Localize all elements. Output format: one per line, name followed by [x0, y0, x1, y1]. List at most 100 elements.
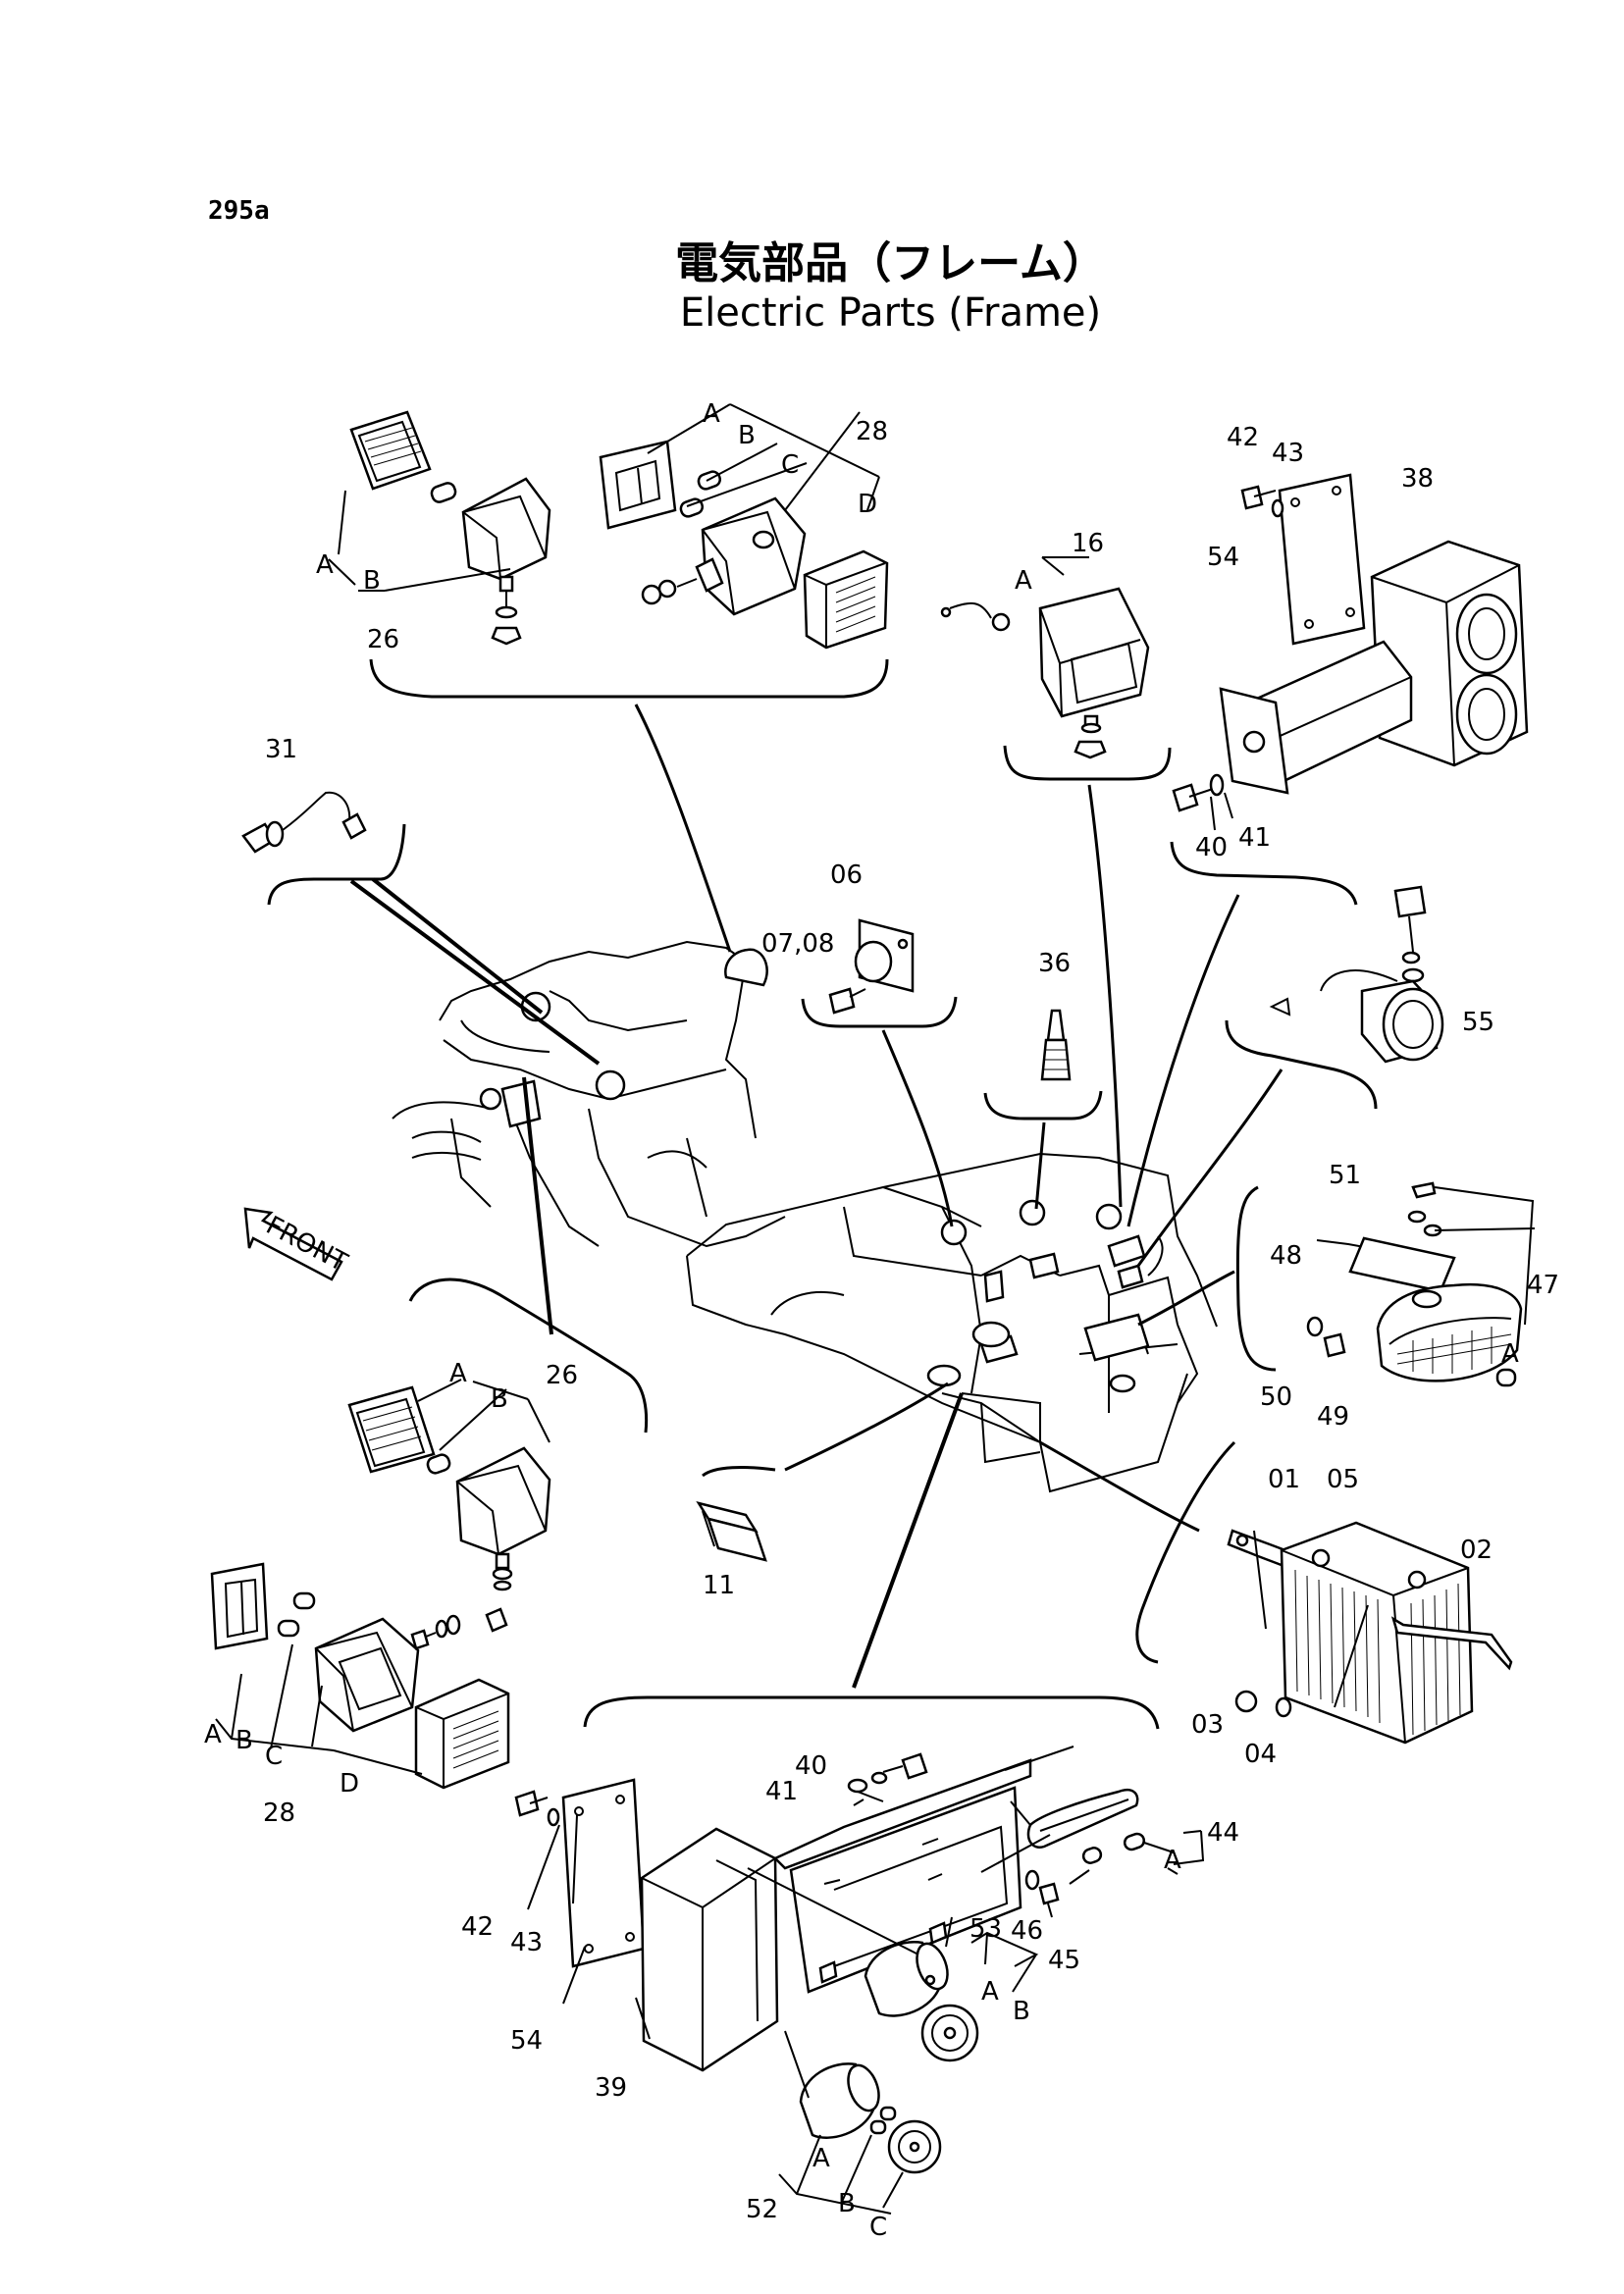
group-38: [1170, 473, 1529, 906]
part-06: [801, 918, 958, 1028]
washer-41-top: [1209, 773, 1225, 797]
lens-d-28-lower: [414, 1678, 510, 1790]
title-japanese: 電気部品（フレーム）: [675, 238, 1106, 288]
callout-50: 50: [1260, 1382, 1292, 1412]
housing-28-top: [641, 496, 807, 616]
callout-51: 51: [1329, 1161, 1361, 1190]
group-26-lower: [210, 1277, 649, 1790]
letter-b: B: [838, 2189, 856, 2218]
callout-54-lower: 54: [510, 2026, 543, 2056]
letter-a: A: [1501, 1339, 1519, 1369]
housing-26-top: [461, 477, 551, 646]
callout-53: 53: [969, 1914, 1002, 1944]
bolt-45: [1038, 1882, 1060, 1918]
lamp-53: [864, 1916, 1039, 2062]
group-16: [940, 556, 1172, 781]
lens-a-28-lower: [210, 1562, 269, 1650]
bolt-40-lower: [882, 1752, 928, 1780]
callout-03: 03: [1191, 1710, 1224, 1740]
callout-26-lower: 26: [546, 1361, 578, 1390]
callout-43-top: 43: [1272, 439, 1304, 468]
leader-lines: [349, 704, 1283, 1689]
callout-36: 36: [1038, 949, 1071, 978]
callout-40-top: 40: [1195, 833, 1228, 862]
washer-43-top: [1271, 498, 1284, 518]
callout-55: 55: [1462, 1008, 1494, 1037]
letter-a: A: [1164, 1846, 1181, 1875]
callout-04: 04: [1244, 1740, 1277, 1769]
washer-41-lower: [870, 1771, 888, 1785]
callout-01: 01: [1268, 1465, 1300, 1494]
box-38: [1219, 540, 1529, 795]
part-31: [241, 791, 406, 906]
title-english: Electric Parts (Frame): [679, 290, 1102, 336]
letter-c: C: [781, 450, 799, 480]
part-36: [983, 1009, 1103, 1121]
callout-06: 06: [830, 860, 863, 890]
housing-26-lower: [455, 1446, 551, 1591]
lens-a-26-lower: [347, 1385, 436, 1474]
page-number: 295a: [208, 196, 270, 226]
callout-02: 02: [1460, 1536, 1493, 1565]
callout-39: 39: [595, 2073, 627, 2103]
callout-54-top: 54: [1207, 543, 1239, 572]
bulb-c-28-lower: [277, 1619, 300, 1638]
callout-44: 44: [1207, 1818, 1239, 1848]
letter-d: D: [858, 490, 877, 519]
bolt-42-lower: [514, 1790, 549, 1817]
lens-a-26-top: [349, 410, 432, 491]
letter-b: B: [236, 1726, 253, 1755]
callout-41-lower: 41: [765, 1777, 798, 1806]
callout-40-lower: 40: [795, 1751, 827, 1781]
lamp-52: [778, 2062, 942, 2215]
callout-46: 46: [1011, 1916, 1043, 1946]
letter-a: A: [204, 1720, 222, 1749]
callout-52: 52: [746, 2195, 778, 2224]
light-16: [1038, 587, 1150, 759]
bulb-b-26-top: [430, 482, 457, 503]
callout-07-08: 07,08: [761, 929, 834, 959]
callout-16: 16: [1072, 529, 1104, 558]
callout-42-top: 42: [1227, 423, 1259, 452]
callout-45: 45: [1048, 1946, 1080, 1975]
letter-c: C: [869, 2213, 887, 2242]
letter-a: A: [703, 399, 720, 429]
callout-28-lower: 28: [263, 1799, 295, 1828]
bulb-b-28-lower: [292, 1591, 316, 1610]
letter-c: C: [265, 1742, 283, 1771]
callout-42-lower: 42: [461, 1912, 494, 1942]
lens-a-28-top: [599, 440, 677, 530]
letter-a: A: [1015, 566, 1032, 596]
callout-31: 31: [265, 735, 297, 764]
group-26-28-top: [328, 403, 889, 699]
lens-d-28-top: [803, 549, 889, 650]
part-47-group: [1235, 1181, 1536, 1387]
bolt-42-top: [1240, 485, 1277, 510]
letter-b: B: [363, 566, 381, 596]
letter-a: A: [812, 2144, 830, 2173]
machine-frame: [392, 940, 1218, 1493]
callout-28-top: 28: [856, 417, 888, 446]
callout-05: 05: [1327, 1465, 1359, 1494]
callout-49: 49: [1317, 1402, 1349, 1432]
housing-28-lower: [314, 1607, 508, 1733]
callout-11: 11: [703, 1571, 735, 1600]
washer-46: [1024, 1869, 1040, 1891]
callout-26-top: 26: [367, 625, 399, 654]
bulb-b-26-lower: [426, 1453, 451, 1475]
callout-41-top: 41: [1238, 823, 1271, 853]
letter-a: A: [449, 1359, 467, 1388]
battery-group: [1135, 1440, 1513, 1745]
callout-labels: 26 28 16 42 43 38 54 40 41 31 06 07,08 3…: [263, 417, 1559, 2224]
part-11: [696, 1466, 776, 1562]
group-39: [514, 1695, 1205, 2215]
letter-labels: A B A B C D A A A B A B C D A A B A B C: [204, 399, 1519, 2242]
callout-47: 47: [1527, 1271, 1559, 1300]
bolt-40-top: [1172, 783, 1214, 812]
gasket-54-top: [1278, 473, 1366, 646]
letter-b: B: [738, 421, 756, 450]
front-arrow: FRONT: [243, 1207, 352, 1281]
letter-a: A: [981, 1977, 999, 2007]
callout-43-lower: 43: [510, 1928, 543, 1957]
